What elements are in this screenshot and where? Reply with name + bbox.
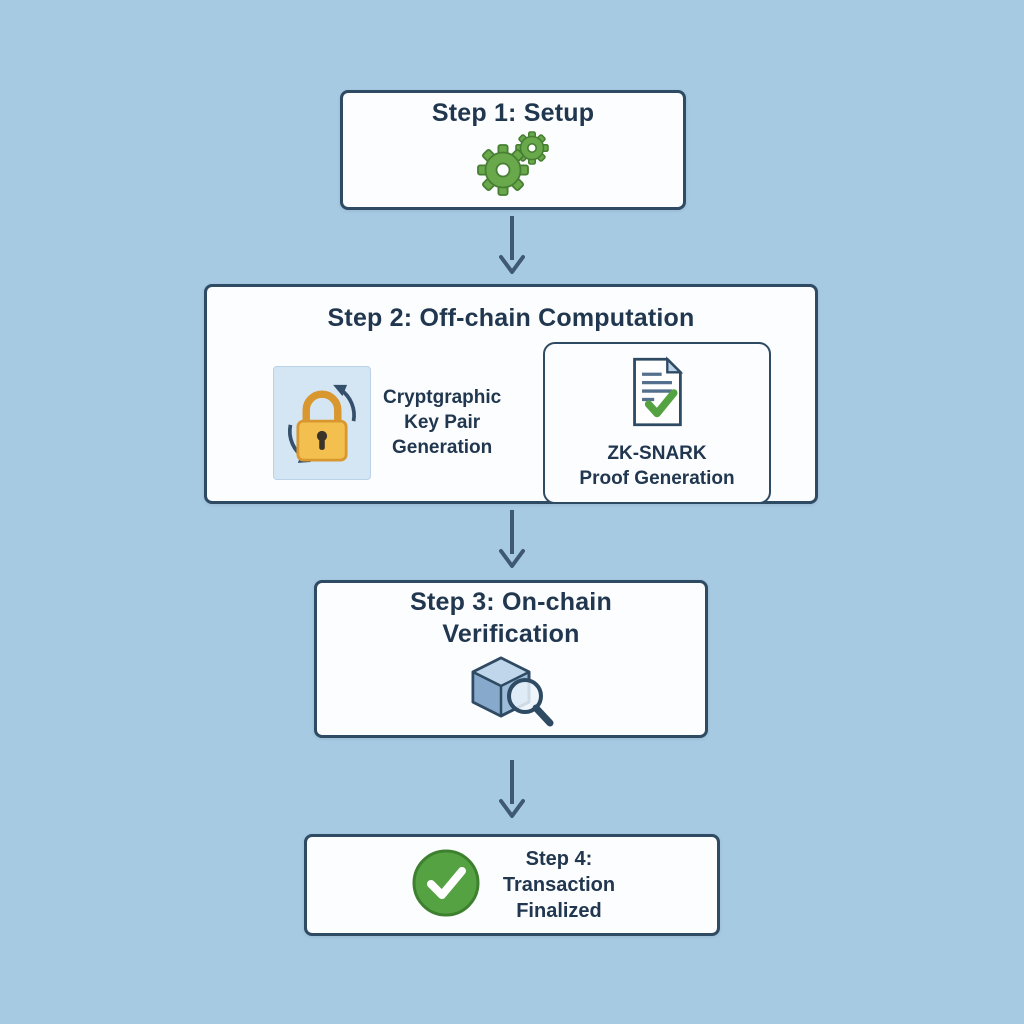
- check-circle-icon: [409, 846, 483, 925]
- lock-refresh-icon: [273, 366, 371, 481]
- step3-box: Step 3: On-chain Verification: [314, 580, 708, 738]
- document-check-icon: [628, 355, 686, 434]
- keypair-label: Cryptgraphic Key Pair Generation: [383, 387, 502, 458]
- keypair-group: Cryptgraphic Key Pair Generation: [273, 366, 502, 481]
- gears-icon: [469, 131, 557, 202]
- arrow-down-icon: [498, 214, 526, 281]
- step4-label: Step 4: Transaction Finalized: [502, 848, 616, 922]
- step4-box: Step 4: Transaction Finalized: [304, 834, 720, 936]
- step3-title: Step 3: On-chain Verification: [410, 588, 612, 648]
- step2-content: Cryptgraphic Key Pair Generation: [207, 334, 815, 518]
- step2-title: Step 2: Off-chain Computation: [327, 304, 695, 332]
- step1-title: Step 1: Setup: [431, 98, 595, 127]
- step2-box: Step 2: Off-chain Computation: [204, 284, 818, 505]
- arrow-down-icon: [498, 508, 526, 575]
- arrow-down-icon: [498, 758, 526, 825]
- proof-subbox: ZK-SNARK Proof Generation: [543, 342, 771, 505]
- step1-box: Step 1: Setup: [340, 90, 686, 210]
- cube-magnifier-icon: [463, 654, 559, 735]
- proof-label: ZK-SNARK Proof Generation: [579, 443, 735, 489]
